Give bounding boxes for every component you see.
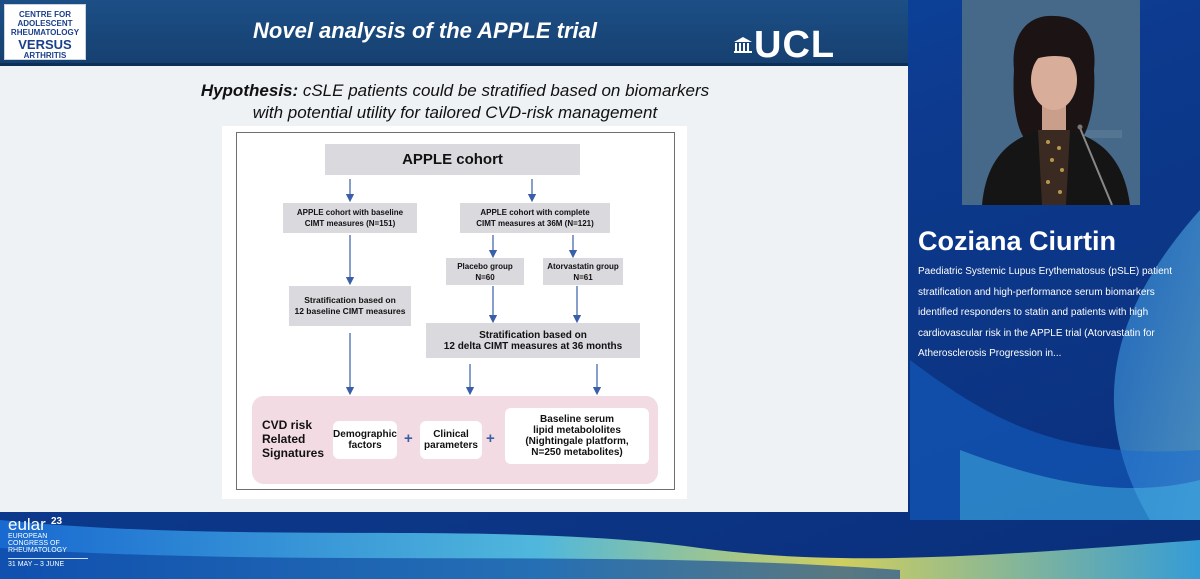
ucl-portico-icon [734,37,752,53]
eular-line: RHEUMATOLOGY [8,547,67,554]
hypothesis-line-2: with potential utility for tailored CVD-… [252,103,658,122]
logo-line: VERSUS [18,37,72,52]
ucl-logo: UCL [754,24,836,66]
eular-divider [8,558,88,559]
speaker-bio: Paediatric Systemic Lupus Erythematosus … [918,266,1173,359]
slide-title: Novel analysis of the APPLE trial [253,18,597,43]
hypothesis-label: Hypothesis: [200,81,299,100]
signatures-label: CVD risk Related Signatures [262,418,325,460]
hypothesis-text: cSLE patients could be stratified based … [298,81,710,100]
flowchart-frame [236,132,675,490]
eular-line: EUROPEAN [8,533,48,540]
eular-dates: 31 MAY – 3 JUNE [8,561,65,568]
speaker-video [962,0,1140,205]
eular-edition: 23 [51,516,63,527]
logo-line: CENTRE FOR [19,10,71,19]
logo-line: ARTHRITIS [23,51,67,60]
plus-sign: + [486,430,495,447]
logo-line: ADOLESCENT [17,19,73,28]
presentation-slide: CENTRE FOR ADOLESCENT RHEUMATOLOGY VERSU… [0,0,908,512]
centre-logo: CENTRE FOR ADOLESCENT RHEUMATOLOGY VERSU… [4,4,86,60]
slide-header [0,0,908,66]
speaker-figure [962,0,1140,205]
eular-name: eular [8,515,46,534]
hypothesis-line-1: Hypothesis: cSLE patients could be strat… [150,81,760,101]
speaker-name: Coziana Ciurtin [918,226,1117,256]
apple-cohort-box: APPLE cohort [325,144,580,175]
plus-sign: + [404,430,413,447]
flowchart-arrows [345,179,602,396]
eular-line: CONGRESS OF [8,540,60,547]
logo-line: RHEUMATOLOGY [10,28,80,37]
